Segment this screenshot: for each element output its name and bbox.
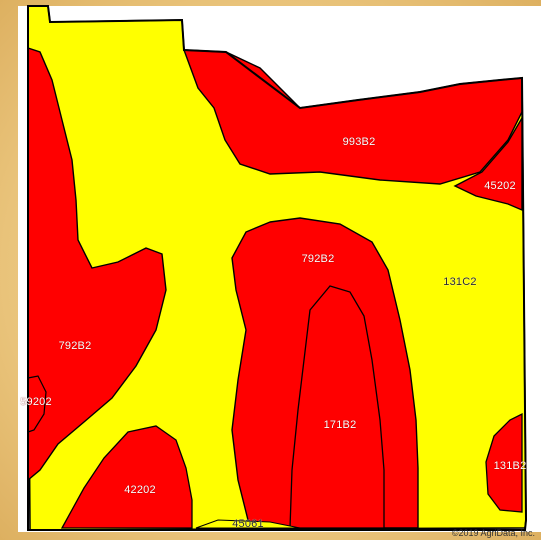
map-unit-label-993b2: 993B2 <box>342 136 376 148</box>
map-unit-42202-polygon[interactable] <box>60 425 193 529</box>
map-unit-label-59202: 59202 <box>20 396 52 408</box>
map-unit-label-131b2: 131B2 <box>493 460 527 472</box>
map-unit-label-171b2: 171B2 <box>323 419 357 431</box>
map-unit-131b2-polygon[interactable] <box>485 412 523 513</box>
map-unit-label-45061: 45061 <box>232 518 264 530</box>
copyright-notice: ©2019 AgriData, Inc. <box>451 528 535 538</box>
map-unit-label-792b2-left: 792B2 <box>58 340 92 352</box>
map-unit-label-792b2-center: 792B2 <box>301 253 335 265</box>
field-boundary <box>27 5 528 531</box>
map-unit-45061-polygon[interactable] <box>195 519 301 529</box>
map-unit-label-42202: 42202 <box>124 484 156 496</box>
map-unit-45202-polygon[interactable] <box>453 115 523 212</box>
map-unit-171b2-polygon[interactable] <box>289 285 385 529</box>
map-unit-label-131c2: 131C2 <box>443 276 477 288</box>
map-unit-label-45202: 45202 <box>484 180 516 192</box>
map-unit-792b2-left-polygon[interactable] <box>27 47 167 482</box>
